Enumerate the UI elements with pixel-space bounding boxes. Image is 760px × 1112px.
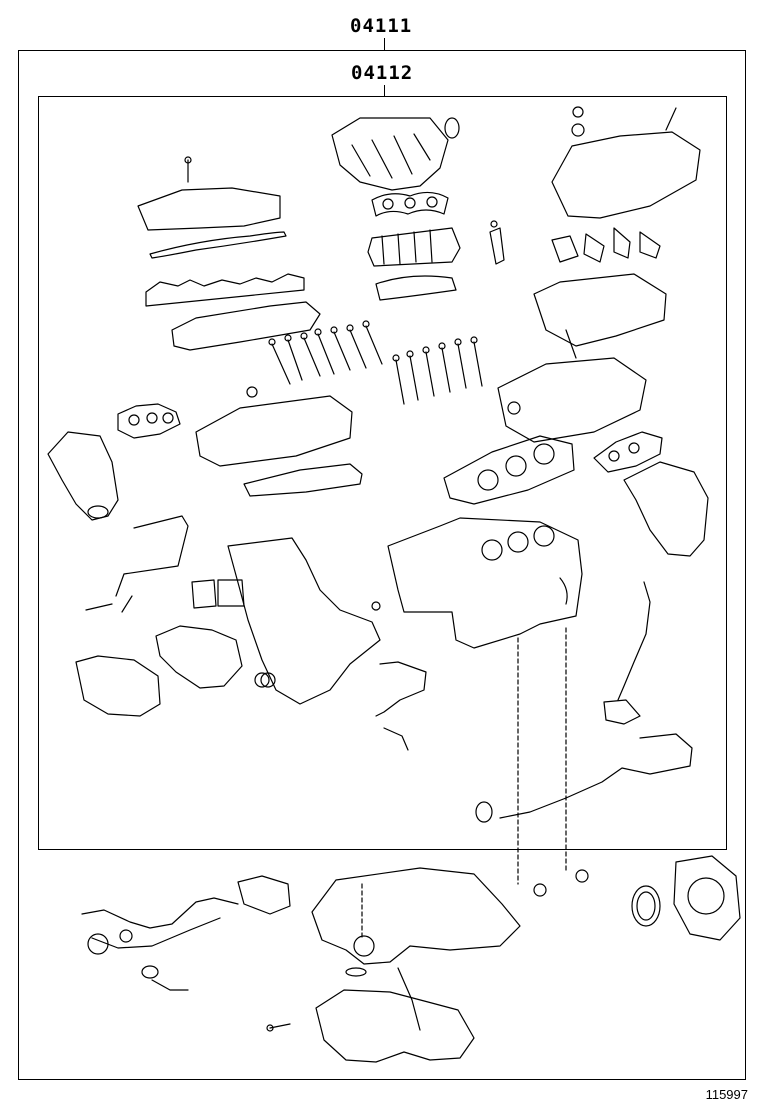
inner-kit-leader: [384, 85, 385, 96]
right-exhaust-gasket[interactable]: [593, 431, 663, 473]
right-valves[interactable]: [392, 336, 483, 405]
left-cam-housing[interactable]: [171, 301, 321, 351]
crankshaft-front-seal[interactable]: [254, 672, 270, 688]
oil-pump-gasket[interactable]: [155, 625, 243, 689]
water-outlet-pipe[interactable]: [475, 699, 693, 823]
small-bolt[interactable]: [266, 1023, 291, 1032]
water-pump-gasket[interactable]: [191, 579, 245, 609]
left-exhaust-gasket[interactable]: [117, 403, 181, 439]
water-inlet-assembly[interactable]: [81, 875, 291, 991]
right-cylinder-head[interactable]: [497, 357, 647, 443]
oil-dipstick-guide[interactable]: [617, 581, 651, 701]
water-pump[interactable]: [75, 655, 161, 717]
left-valves[interactable]: [268, 320, 383, 385]
right-exhaust-manifold[interactable]: [623, 461, 709, 557]
plenum-gasket[interactable]: [371, 191, 449, 217]
intake-plenum[interactable]: [331, 117, 460, 191]
leader-lines: [361, 627, 567, 941]
timing-cover[interactable]: [227, 537, 381, 705]
outer-kit-frame: [18, 50, 746, 1080]
rear-crankshaft-seal[interactable]: [631, 885, 661, 927]
figure-number: 115997: [705, 1087, 748, 1102]
left-valve-cover-gasket[interactable]: [149, 231, 287, 259]
inner-kit-frame: [38, 96, 727, 850]
left-valve-cover[interactable]: [137, 156, 281, 231]
inner-kit-label[interactable]: 04112: [351, 62, 414, 84]
rear-seal-retainer[interactable]: [673, 855, 741, 941]
left-camshaft-caps[interactable]: [145, 273, 305, 307]
right-rocker-parts[interactable]: [551, 227, 661, 263]
right-cam-housing[interactable]: [533, 273, 667, 359]
engine-block[interactable]: [387, 517, 583, 649]
right-valve-cover[interactable]: [551, 106, 701, 219]
outer-kit-leader: [384, 38, 385, 50]
right-head-gasket[interactable]: [443, 435, 575, 505]
water-bypass-pipe[interactable]: [375, 661, 427, 751]
fuel-injector[interactable]: [489, 220, 505, 265]
outer-kit-label[interactable]: 04111: [350, 15, 413, 37]
left-head-gasket[interactable]: [243, 463, 363, 497]
oil-pan-lower[interactable]: [315, 967, 475, 1063]
left-exhaust-manifold[interactable]: [47, 431, 119, 521]
intake-manifold[interactable]: [367, 227, 461, 267]
oil-seal-small[interactable]: [533, 869, 589, 897]
left-cylinder-head[interactable]: [195, 386, 353, 467]
left-coolant-pipe[interactable]: [85, 515, 189, 613]
oil-pan-upper[interactable]: [311, 867, 521, 965]
intake-manifold-gasket[interactable]: [375, 275, 457, 301]
